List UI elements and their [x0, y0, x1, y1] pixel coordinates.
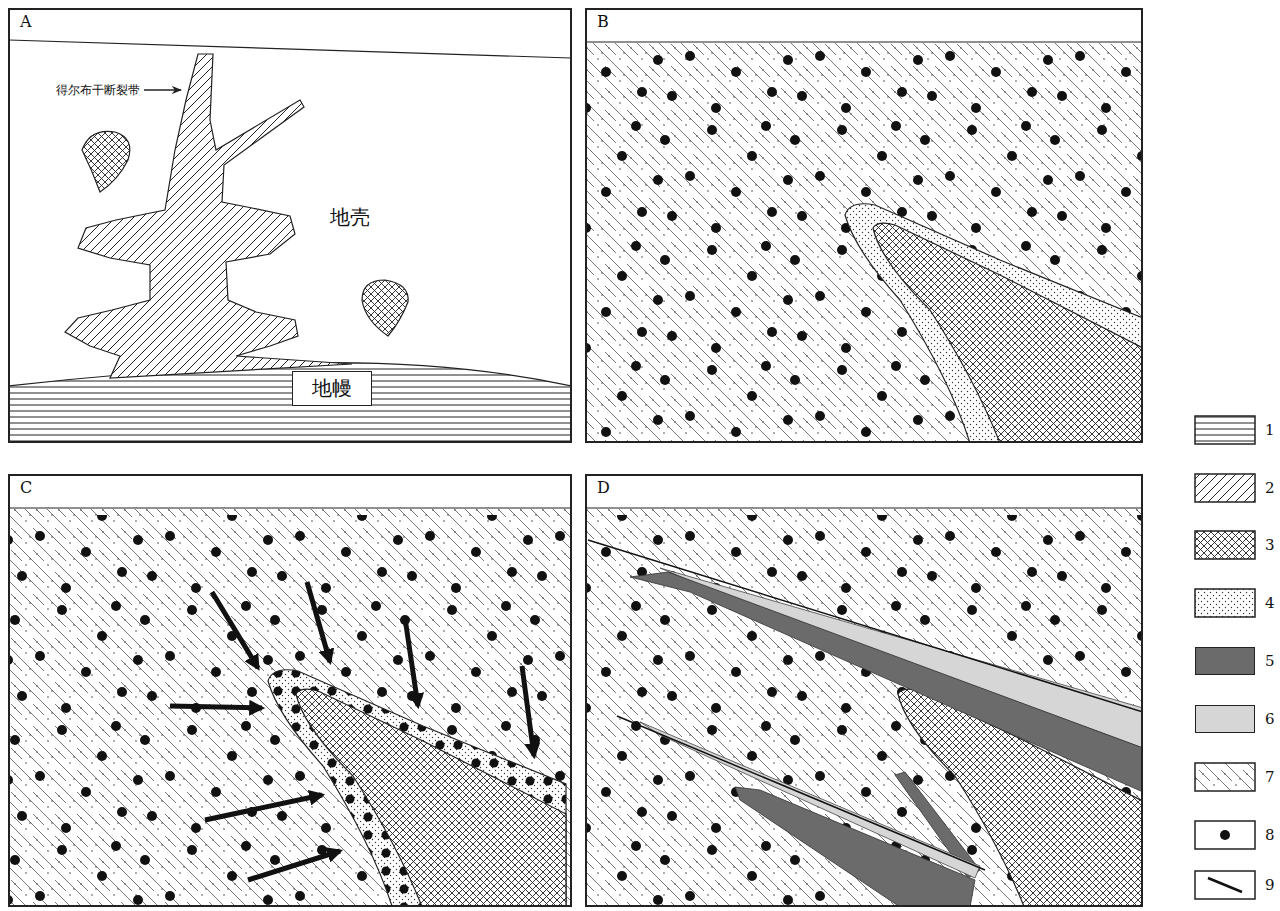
legend-number: 9	[1265, 876, 1275, 894]
figure-panel: B	[585, 8, 1143, 443]
crust-label: 地壳	[330, 204, 370, 231]
figure-panel: C	[8, 474, 572, 907]
legend-swatch	[1195, 647, 1255, 675]
panel-letter: B	[595, 12, 611, 31]
legend-number: 8	[1265, 826, 1275, 844]
mantle-box: 地幔	[292, 371, 372, 406]
layer-name: 地幔	[312, 375, 352, 402]
legend-number: 2	[1265, 479, 1275, 497]
legend-number: 1	[1265, 421, 1275, 439]
legend-swatch	[1195, 705, 1255, 733]
panel-letter: D	[595, 478, 612, 497]
legend-number: 3	[1265, 536, 1275, 554]
legend-number: 6	[1265, 710, 1275, 728]
legend-number: 4	[1265, 594, 1275, 612]
panel-letter: C	[18, 478, 34, 497]
fault-zone-label: 得尔布干断裂带	[56, 82, 140, 99]
figure-panel: D	[585, 474, 1143, 907]
legend-number: 7	[1265, 768, 1275, 786]
legend-number: 5	[1265, 652, 1275, 670]
panel-letter: A	[18, 12, 34, 31]
figure-panel: A 地幔	[8, 8, 572, 443]
